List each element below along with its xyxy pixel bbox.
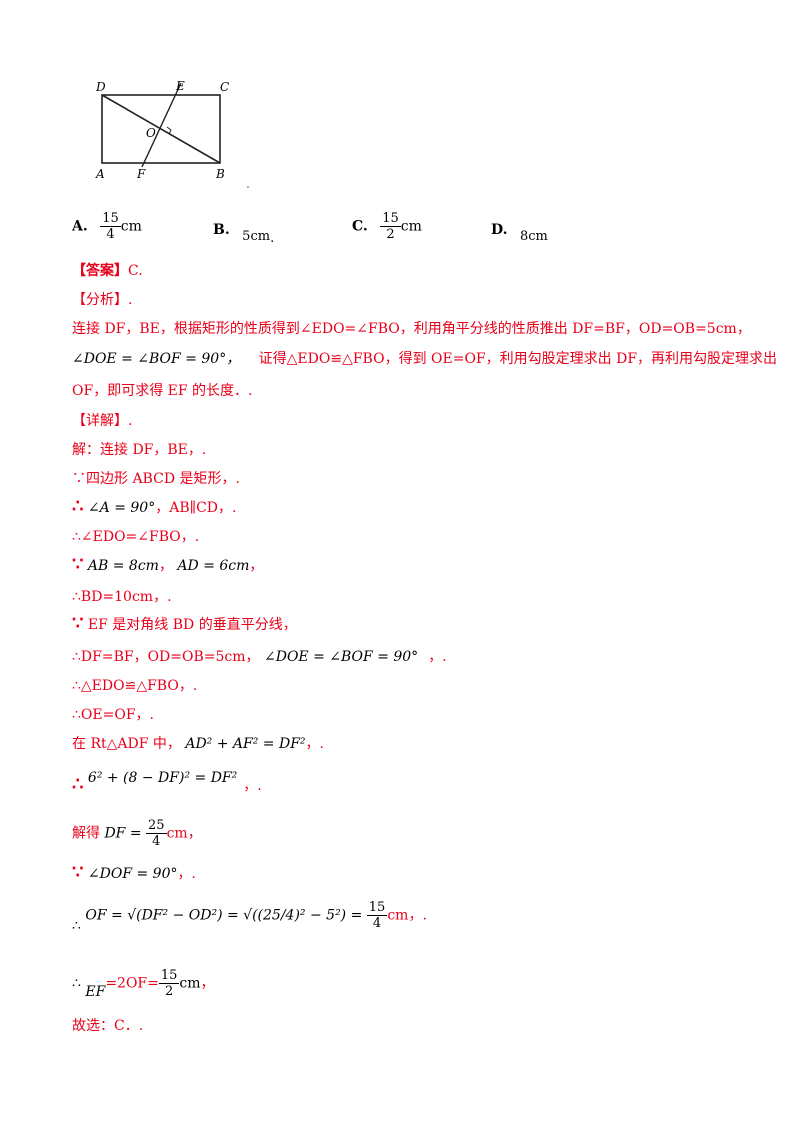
- detail-line-13-text: 解得: [72, 825, 100, 842]
- detail-line-11: 在 Rt△ADF 中， AD² + AF² = DF²，.: [72, 735, 324, 753]
- label-D: D: [95, 80, 106, 94]
- line-end: cm，.: [387, 907, 427, 924]
- detail-line-5: ∵ AB = 8cm， AD = 6cm，: [72, 556, 263, 575]
- analysis-label: 【分析】: [72, 292, 128, 308]
- formula-angle-dof: ∠DOF = 90°: [87, 866, 178, 882]
- label-A: A: [95, 167, 105, 181]
- analysis-line-2: ∠DOE = ∠BOF = 90°， 证得△EDO≌△FBO，得到 OE=OF，…: [72, 350, 777, 368]
- label-O: O: [146, 126, 156, 140]
- answer-label: 【答案】: [72, 263, 128, 279]
- detail-line-6: ∴BD=10cm，.: [72, 589, 172, 605]
- detail-line-15: ∴ OF = √(DF² − OD²) = √((25/4)² − 5²) = …: [72, 900, 427, 934]
- because-symbol: ∵: [72, 554, 84, 575]
- option-b-tail: .: [270, 231, 275, 246]
- formula-of-sqrt: OF = √(DF² − OD²) = √((25/4)² − 5²) =: [85, 907, 363, 924]
- detail-line-4: ∴∠EDO=∠FBO，.: [72, 529, 200, 545]
- formula-angle-a: ∠A = 90°: [87, 500, 156, 516]
- detail-line-9: ∴△EDO≌△FBO，.: [72, 678, 198, 694]
- detail-line-11-text: 在 Rt△ADF 中，: [72, 736, 181, 752]
- option-a-unit: cm: [120, 218, 142, 235]
- label-F: F: [136, 167, 146, 181]
- line-end: ，.: [177, 866, 196, 882]
- answer-line: 【答案】C.: [72, 262, 143, 280]
- therefore-symbol: ∴: [72, 496, 84, 517]
- because-symbol: ∵: [72, 862, 84, 883]
- formula-right-angles: ∠DOE = ∠BOF = 90°: [263, 649, 419, 665]
- detail-label: 【详解】: [72, 413, 128, 429]
- option-c-unit: cm: [400, 218, 422, 235]
- option-b-letter: B.: [213, 222, 230, 238]
- option-a-letter: A.: [72, 218, 88, 235]
- formula-ab: AB = 8cm: [87, 558, 159, 574]
- because-symbol: ∵: [72, 613, 84, 634]
- label-B: B: [215, 167, 225, 181]
- geometry-figure: D E C O A F B: [95, 79, 249, 188]
- detail-heading: 【详解】.: [72, 412, 132, 430]
- answer-value: C.: [128, 263, 143, 279]
- equals-2of: =2OF=: [105, 975, 159, 992]
- label-C: C: [220, 80, 229, 94]
- label-E: E: [175, 79, 185, 93]
- analysis-formula: ∠DOE = ∠BOF = 90°，: [72, 351, 241, 367]
- therefore-symbol: ∴: [72, 975, 81, 992]
- detail-line-8: ∴DF=BF，OD=OB=5cm， ∠DOE = ∠BOF = 90° ，.: [72, 648, 447, 666]
- option-c-letter: C.: [352, 218, 368, 235]
- line-end: ，: [249, 558, 264, 574]
- separator: ，: [158, 558, 173, 574]
- unit-cm: cm: [179, 975, 201, 992]
- detail-line-12: ∴ 6² + (8 − DF)² = DF² ，.: [72, 768, 262, 794]
- option-d-letter: D.: [491, 222, 508, 238]
- detail-tail: .: [128, 413, 133, 429]
- detail-line-2: ∵四边形 ABCD 是矩形，.: [72, 471, 240, 487]
- line-end: ，.: [428, 649, 447, 665]
- option-b-value: 5cm: [242, 229, 271, 244]
- formula-df-lhs: DF =: [104, 825, 142, 842]
- detail-line-17: 故选：C．.: [72, 1018, 144, 1034]
- formula-ad: AD = 6cm: [177, 558, 250, 574]
- option-b: B. 5cm.: [213, 221, 274, 246]
- line-end: ，.: [305, 736, 324, 752]
- analysis-heading: 【分析】.: [72, 291, 132, 309]
- formula-equation: 6² + (8 − DF)² = DF²: [87, 770, 238, 786]
- therefore-symbol: ∴: [72, 774, 84, 795]
- analysis-line-3: OF，即可求得 EF 的长度．.: [72, 383, 253, 399]
- detail-line-7-text: EF 是对角线 BD 的垂直平分线，: [87, 617, 297, 633]
- line-end: ，.: [243, 778, 262, 794]
- detail-line-10: ∴OE=OF，.: [72, 707, 154, 723]
- detail-line-1: 解：连接 DF，BE，.: [72, 442, 207, 458]
- detail-line-3-text: ，AB∥CD，.: [155, 500, 237, 516]
- option-d-value: 8cm: [519, 229, 548, 244]
- detail-line-3: ∴ ∠A = 90°，AB∥CD，.: [72, 498, 236, 517]
- detail-line-8-text: ∴DF=BF，OD=OB=5cm，: [72, 649, 260, 665]
- detail-line-7: ∵ EF 是对角线 BD 的垂直平分线，: [72, 615, 297, 634]
- line-end: ，: [200, 975, 215, 992]
- segment-ef: EF: [85, 983, 106, 1000]
- unit-cm: cm: [166, 825, 188, 842]
- option-d: D. 8cm: [491, 221, 548, 244]
- line-end: ，: [187, 825, 202, 842]
- therefore-symbol: ∴: [72, 917, 81, 934]
- formula-pythagoras-adf: AD² + AF² = DF²: [185, 736, 306, 752]
- analysis-line-2-text: 证得△EDO≌△FBO，得到 OE=OF，利用勾股定理求出 DF，再利用勾股定理…: [258, 351, 778, 367]
- analysis-line-1: 连接 DF，BE，根据矩形的性质得到∠EDO=∠FBO，利用角平分线的性质推出 …: [72, 321, 751, 337]
- analysis-tail: .: [128, 292, 133, 308]
- detail-line-14: ∵ ∠DOF = 90°，.: [72, 864, 196, 883]
